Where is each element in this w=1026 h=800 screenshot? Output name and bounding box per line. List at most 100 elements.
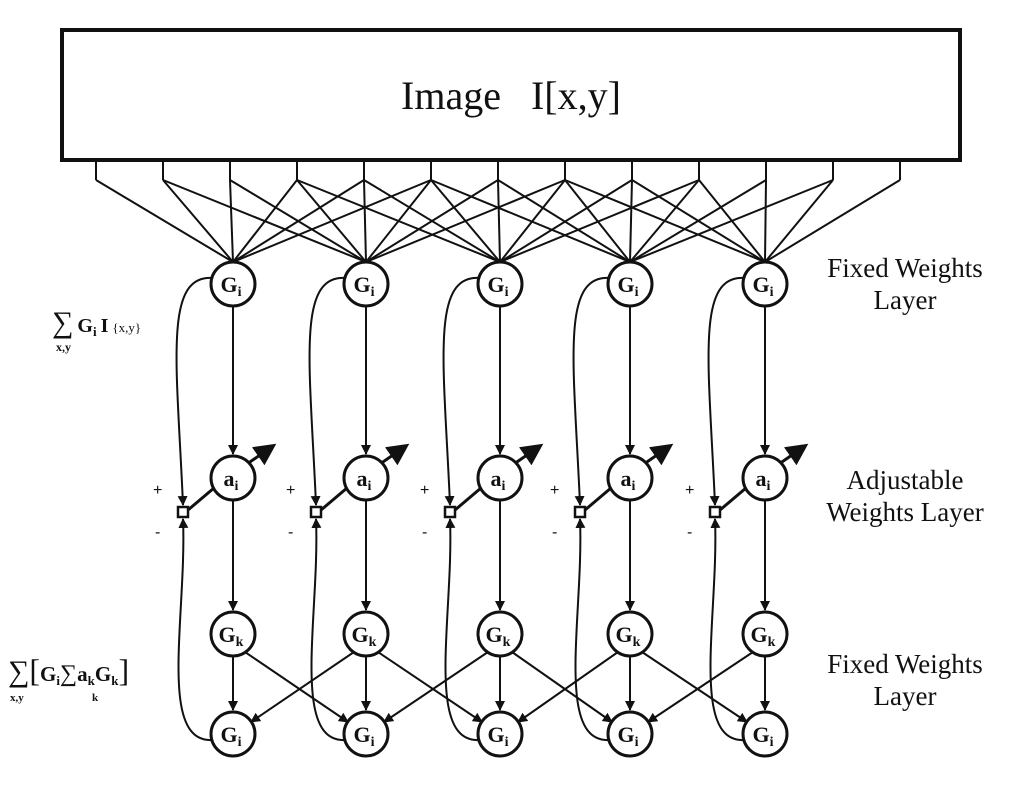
cross-left-4 (647, 651, 754, 723)
feed-minus-4 (709, 518, 746, 742)
middle-layer-label-line1: Adjustable (846, 465, 964, 495)
recon-filter-node-0-label: Gk (219, 622, 244, 650)
input-filter-node-3-label: Gi (617, 272, 638, 300)
minus-sign-2: - (422, 524, 428, 541)
middle-layer-label-line2: Weights Layer (826, 497, 984, 528)
weight-node-2: ai (476, 454, 524, 502)
comparator-link-0 (187, 486, 215, 512)
reconstruction-gk-sub: k (111, 673, 119, 689)
fan-line-2-9 (499, 179, 700, 263)
output-filter-node-0-label: Gi (220, 722, 241, 750)
fan-line-4-11 (764, 179, 834, 263)
minus-sign-1: - (288, 524, 294, 541)
adjust-arrow-2 (513, 443, 544, 466)
middle-layer-label: Adjustable Weights Layer (800, 464, 1010, 529)
weight-node-3-label: ai (621, 466, 636, 494)
recon-filter-node-0: Gk (209, 610, 257, 658)
projection-arg: {x,y} (112, 320, 142, 335)
weight-node-0: ai (209, 454, 257, 502)
feed-minus-2 (444, 518, 481, 742)
projection-sum-sign: ∑ (52, 306, 74, 339)
input-filter-node-4-label: Gi (752, 272, 773, 300)
input-filter-node-3: Gi (606, 260, 654, 308)
bottom-layer-label: Fixed Weights Layer (800, 648, 1010, 713)
recon-filter-node-4: Gk (741, 610, 789, 658)
input-filter-node-2: Gi (476, 260, 524, 308)
projection-g-sub: i (92, 324, 97, 340)
minus-sign-3: - (552, 524, 558, 541)
feed-minus-3 (574, 518, 611, 742)
fan-line-4-10 (764, 179, 767, 263)
fan-line-1-3 (296, 179, 367, 263)
weight-node-1: ai (342, 454, 390, 502)
fan-line-3-5 (430, 179, 631, 263)
recon-filter-node-3: Gk (606, 610, 654, 658)
fan-line-1-2 (229, 179, 367, 263)
input-filter-node-0-label: Gi (220, 272, 241, 300)
input-filter-node-4: Gi (741, 260, 789, 308)
reconstruction-formula: ∑[Gi∑akGk] x,y k (8, 652, 130, 704)
top-layer-label-line2: Layer (873, 285, 937, 316)
fan-line-2-8 (499, 179, 633, 263)
feed-plus-4 (707, 276, 746, 506)
fan-line-0-0 (95, 179, 234, 263)
plus-sign-0: + (153, 482, 163, 499)
output-filter-node-2-label: Gi (487, 722, 508, 750)
output-filter-node-4: Gi (741, 710, 789, 758)
feed-plus-0 (175, 276, 214, 506)
plus-sign-4: + (685, 482, 695, 499)
fan-line-3-8 (629, 179, 633, 263)
feed-minus-1 (310, 518, 347, 742)
cross-right-3 (641, 651, 748, 723)
comparator-link-2 (454, 486, 482, 512)
recon-filter-node-1: Gk (342, 610, 390, 658)
bottom-layer-label-line1: Fixed Weights (827, 649, 983, 679)
weight-node-2-label: ai (491, 466, 506, 494)
reconstruction-close-bracket: ] (118, 652, 130, 688)
adjust-arrow-1 (379, 443, 410, 466)
weight-node-0-label: ai (224, 466, 239, 494)
output-filter-node-3: Gi (606, 710, 654, 758)
projection-i: I (100, 315, 109, 337)
fan-line-1-1 (162, 179, 367, 263)
bottom-layer-label-line2: Layer (873, 681, 937, 712)
minus-sign-4: - (687, 524, 693, 541)
reconstruction-inner-limits: k (92, 692, 99, 704)
output-filter-node-1-label: Gi (353, 722, 374, 750)
weight-node-3: ai (606, 454, 654, 502)
plus-sign-3: + (550, 482, 560, 499)
fan-line-0-2 (229, 179, 234, 263)
weight-node-1-label: ai (357, 466, 372, 494)
weight-node-4-label: ai (756, 466, 771, 494)
adjust-arrow-3 (643, 443, 674, 466)
comparator-1 (309, 505, 323, 519)
input-filter-node-0: Gi (209, 260, 257, 308)
cross-left-1 (250, 651, 355, 723)
comparator-3 (573, 505, 587, 519)
reconstruction-limits: x,y (10, 692, 24, 704)
fan-line-3-7 (564, 179, 631, 263)
recon-filter-node-3-label: Gk (616, 622, 641, 650)
comparator-2 (443, 505, 457, 519)
feed-minus-0 (177, 518, 214, 742)
reconstruction-open-bracket: [ (29, 652, 41, 688)
recon-filter-node-4-label: Gk (751, 622, 776, 650)
cross-right-1 (377, 651, 483, 723)
adjust-arrow-0 (246, 443, 277, 466)
comparator-4 (708, 505, 722, 519)
feed-plus-1 (308, 276, 347, 506)
output-filter-node-0: Gi (209, 710, 257, 758)
cross-left-3 (517, 651, 619, 723)
reconstruction-a: a (77, 662, 88, 686)
fan-line-3-6 (497, 179, 631, 263)
plus-sign-2: + (420, 482, 430, 499)
projection-g: G (77, 315, 93, 337)
image-label-text: Image I[x,y] (401, 72, 621, 118)
fan-line-2-6 (497, 179, 501, 263)
feed-plus-2 (442, 276, 481, 506)
fan-line-4-7 (564, 179, 766, 263)
comparator-link-4 (719, 486, 747, 512)
fan-line-0-1 (162, 179, 234, 263)
output-filter-node-4-label: Gi (752, 722, 773, 750)
